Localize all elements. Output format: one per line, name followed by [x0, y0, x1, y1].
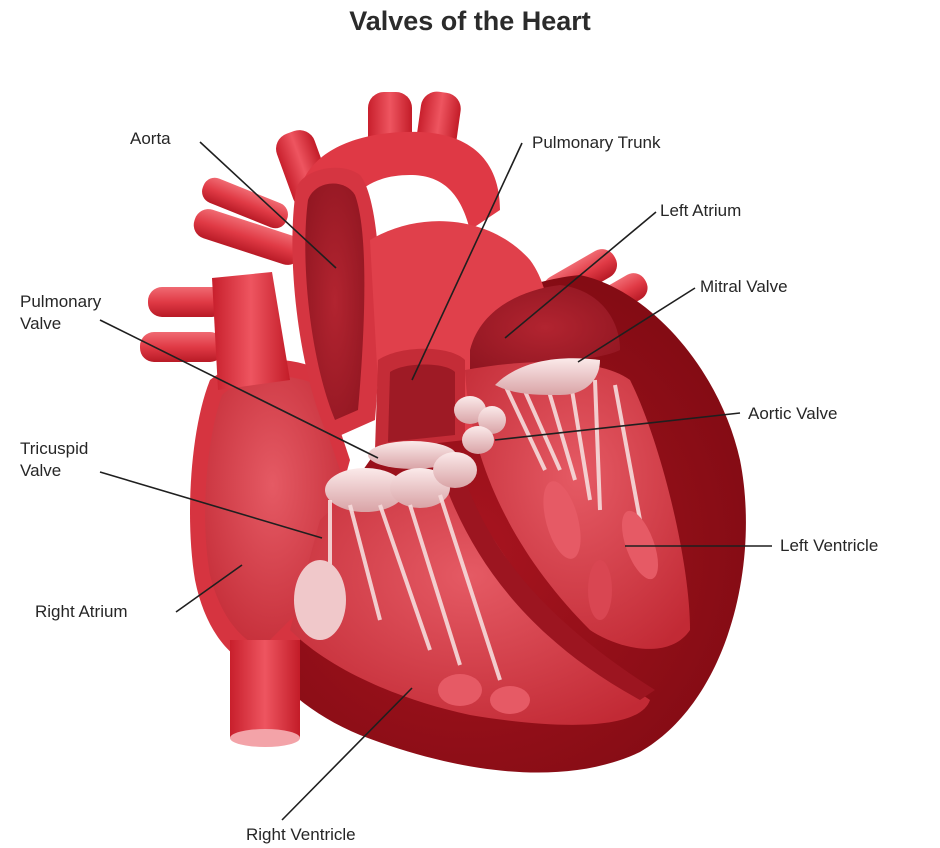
label-aorta: Aorta: [130, 128, 171, 150]
papillary-muscle-right-3: [490, 686, 530, 714]
label-tricuspid-valve-line1: Tricuspid: [20, 438, 88, 460]
label-pulmonary-trunk: Pulmonary Trunk: [532, 132, 661, 154]
superior-vena-cava: [212, 272, 290, 390]
label-tricuspid-valve: Tricuspid Valve: [20, 438, 88, 482]
label-right-ventricle: Right Ventricle: [246, 824, 356, 846]
label-left-ventricle: Left Ventricle: [780, 535, 878, 557]
papillary-muscle-left-3: [588, 560, 612, 620]
label-aortic-valve: Aortic Valve: [748, 403, 837, 425]
label-right-atrium: Right Atrium: [35, 601, 128, 623]
pulmonary-trunk-lumen: [388, 365, 455, 443]
label-mitral-valve: Mitral Valve: [700, 276, 788, 298]
label-pulmonary-valve-line1: Pulmonary: [20, 291, 101, 313]
label-pulmonary-valve: Pulmonary Valve: [20, 291, 101, 335]
label-left-atrium: Left Atrium: [660, 200, 741, 222]
papillary-muscle-right-2: [438, 674, 482, 706]
label-pulmonary-valve-line2: Valve: [20, 313, 101, 335]
label-tricuspid-valve-line2: Valve: [20, 460, 88, 482]
page-title: Valves of the Heart: [0, 6, 940, 37]
papillary-muscle-right-1: [294, 560, 346, 640]
